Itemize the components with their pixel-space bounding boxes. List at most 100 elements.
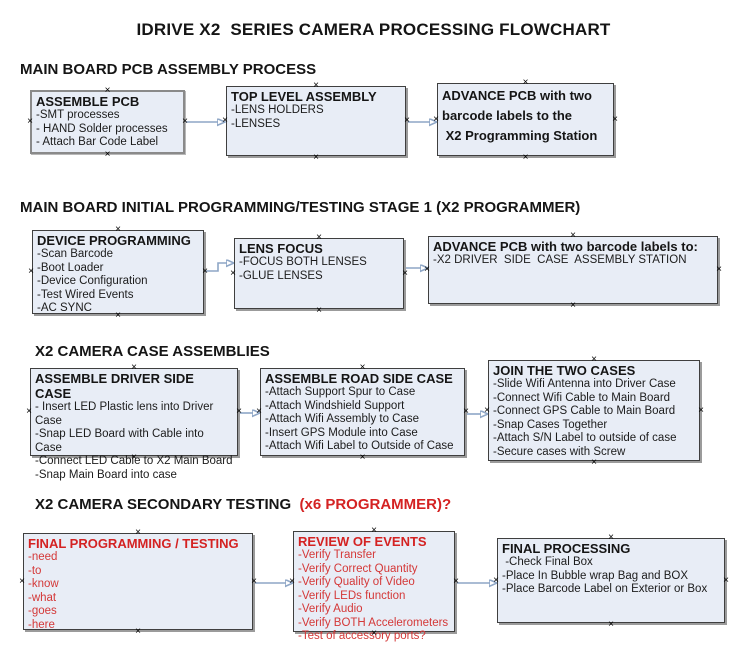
flow-box-lens-focus[interactable]: LENS FOCUS -FOCUS BOTH LENSES-GLUE LENSE… <box>234 238 404 309</box>
connection-handle-left[interactable] <box>221 117 229 124</box>
connection-handle-left[interactable] <box>27 268 35 275</box>
connection-handle-left[interactable] <box>255 408 263 415</box>
box-title-line: FINAL PROGRAMMING / TESTING <box>28 536 239 551</box>
connection-handle-top[interactable] <box>134 529 142 536</box>
connection-handle-bottom[interactable] <box>315 307 323 314</box>
box-title: FINAL PROCESSING <box>502 541 720 556</box>
box-item: -AC SYNC <box>37 302 92 314</box>
connection-handle-right[interactable] <box>250 578 258 585</box>
connection-handle-right[interactable] <box>722 577 730 584</box>
connection-handle-bottom[interactable] <box>130 454 138 461</box>
connection-handle-top[interactable] <box>590 356 598 363</box>
section-heading-red-part: (x6 PROGRAMMER)? <box>295 496 452 513</box>
flow-arrow-device-programming-to-lens-focus[interactable] <box>204 263 227 272</box>
connection-handle-left[interactable] <box>288 578 296 585</box>
flow-box-join-the-two-cases[interactable]: JOIN THE TWO CASES -Slide Wifi Antenna i… <box>488 360 700 461</box>
connection-handle-right[interactable] <box>401 270 409 277</box>
connection-handle-bottom[interactable] <box>607 621 615 628</box>
connection-handle-top[interactable] <box>114 226 122 233</box>
box-title-line: X2 Programming Station <box>442 128 598 143</box>
box-items: -Slide Wifi Antenna into Driver Case-Con… <box>493 378 695 459</box>
connection-handle-top[interactable] <box>312 82 320 89</box>
connection-handle-bottom[interactable] <box>359 454 367 461</box>
box-item: -Check Final Box <box>502 556 593 568</box>
box-title: ADVANCE PCB with two barcode labels to: <box>433 239 713 254</box>
connection-handle-bottom[interactable] <box>114 312 122 319</box>
box-title-line: ASSEMBLE ROAD SIDE CASE <box>265 371 453 386</box>
section-heading-main-board-pcb-assembly: MAIN BOARD PCB ASSEMBLY PROCESS <box>20 61 317 78</box>
box-items: -need-to-know-what-goes-here <box>28 551 248 632</box>
connection-handle-top[interactable] <box>359 364 367 371</box>
box-items: -FOCUS BOTH LENSES-GLUE LENSES <box>239 256 399 283</box>
box-item: -Snap LED Board with Cable into Case <box>35 428 207 454</box>
box-item: -Attach Wifi Assembly to Case <box>265 413 420 425</box>
connection-handle-right[interactable] <box>201 268 209 275</box>
connection-handle-bottom[interactable] <box>104 151 112 158</box>
section-heading-camera-secondary-testing: X2 CAMERA SECONDARY TESTING (x6 PROGRAMM… <box>35 496 451 513</box>
connection-handle-left[interactable] <box>26 118 34 125</box>
box-item: -X2 DRIVER SIDE CASE ASSEMBLY STATION <box>433 254 687 266</box>
connection-handle-bottom[interactable] <box>590 459 598 466</box>
connection-handle-right[interactable] <box>697 407 705 414</box>
box-item: -Verify LEDs function <box>298 589 406 602</box>
connection-handle-bottom[interactable] <box>370 630 378 637</box>
box-title-line: DEVICE PROGRAMMING <box>37 233 191 248</box>
flow-box-top-level-assembly[interactable]: TOP LEVEL ASSEMBLY -LENS HOLDERS-LENSES <box>226 86 406 156</box>
flow-box-assemble-driver-side-case[interactable]: ASSEMBLE DRIVER SIDE CASE - Insert LED P… <box>30 368 238 481</box>
connection-handle-left[interactable] <box>18 578 26 585</box>
connection-handle-left[interactable] <box>423 266 431 273</box>
connection-handle-right[interactable] <box>462 408 470 415</box>
connection-handle-bottom[interactable] <box>134 628 142 635</box>
connection-handle-top[interactable] <box>370 527 378 534</box>
connection-handle-right[interactable] <box>235 408 243 415</box>
box-item: -Place Barcode Label on Exterior or Box <box>502 583 708 595</box>
connection-handle-right[interactable] <box>715 266 723 273</box>
flow-box-advance-pcb-driver-side-station[interactable]: ADVANCE PCB with two barcode labels to: … <box>428 236 718 304</box>
box-item: -Connect GPS Cable to Main Board <box>493 405 676 417</box>
box-title: FINAL PROGRAMMING / TESTING <box>28 536 248 551</box>
flow-box-final-programming-testing[interactable]: FINAL PROGRAMMING / TESTING -need-to-kno… <box>23 533 253 632</box>
connection-handle-left[interactable] <box>25 408 33 415</box>
connection-handle-top[interactable] <box>315 234 323 241</box>
connection-handle-right[interactable] <box>452 578 460 585</box>
box-item: -Snap Main Board into case <box>35 468 177 481</box>
box-title: TOP LEVEL ASSEMBLY <box>231 89 401 104</box>
connection-handle-right[interactable] <box>181 118 189 125</box>
connection-handle-top[interactable] <box>569 232 577 239</box>
box-item: -FOCUS BOTH LENSES <box>239 256 367 268</box>
connection-handle-top[interactable] <box>104 87 112 94</box>
connection-handle-top[interactable] <box>130 364 138 371</box>
section-heading-initial-programming-testing: MAIN BOARD INITIAL PROGRAMMING/TESTING S… <box>20 199 581 216</box>
box-item: -know <box>28 578 59 590</box>
connection-handle-bottom[interactable] <box>522 154 530 161</box>
box-items: -Scan Barcode-Boot Loader-Device Configu… <box>37 248 199 316</box>
box-title-line: REVIEW OF EVENTS <box>298 534 427 549</box>
connection-handle-left[interactable] <box>432 116 440 123</box>
box-item: - Insert LED Plastic lens into Driver Ca… <box>35 401 217 427</box>
connection-handle-bottom[interactable] <box>569 302 577 309</box>
box-title-line: LENS FOCUS <box>239 241 323 256</box>
connection-handle-right[interactable] <box>403 117 411 124</box>
box-item: -Verify Transfer <box>298 549 376 561</box>
connection-handle-left[interactable] <box>483 407 491 414</box>
box-items: -Verify Transfer-Verify Correct Quantity… <box>298 549 450 644</box>
connection-handle-right[interactable] <box>611 116 619 123</box>
box-item: -Verify Correct Quantity <box>298 562 418 575</box>
box-item: -SMT processes <box>36 109 120 121</box>
flow-box-assemble-pcb[interactable]: ASSEMBLE PCB -SMT processes- HAND Solder… <box>30 90 185 154</box>
box-title: DEVICE PROGRAMMING <box>37 233 199 248</box>
box-item: -LENS HOLDERS <box>231 104 324 116</box>
flow-box-review-of-events[interactable]: REVIEW OF EVENTS -Verify Transfer-Verify… <box>293 531 455 642</box>
connection-handle-top[interactable] <box>522 79 530 86</box>
flow-box-final-processing[interactable]: FINAL PROCESSING -Check Final Box-Place … <box>497 538 725 623</box>
connection-handle-bottom[interactable] <box>312 154 320 161</box>
connection-handle-left[interactable] <box>492 577 500 584</box>
box-title-line: ADVANCE PCB with two <box>442 88 592 103</box>
connection-handle-left[interactable] <box>229 270 237 277</box>
box-title: ASSEMBLE DRIVER SIDE CASE <box>35 371 233 401</box>
flow-box-assemble-road-side-case[interactable]: ASSEMBLE ROAD SIDE CASE -Attach Support … <box>260 368 465 456</box>
connection-handle-top[interactable] <box>607 534 615 541</box>
box-items: -Check Final Box-Place In Bubble wrap Ba… <box>502 556 720 597</box>
flow-box-device-programming[interactable]: DEVICE PROGRAMMING -Scan Barcode-Boot Lo… <box>32 230 204 314</box>
